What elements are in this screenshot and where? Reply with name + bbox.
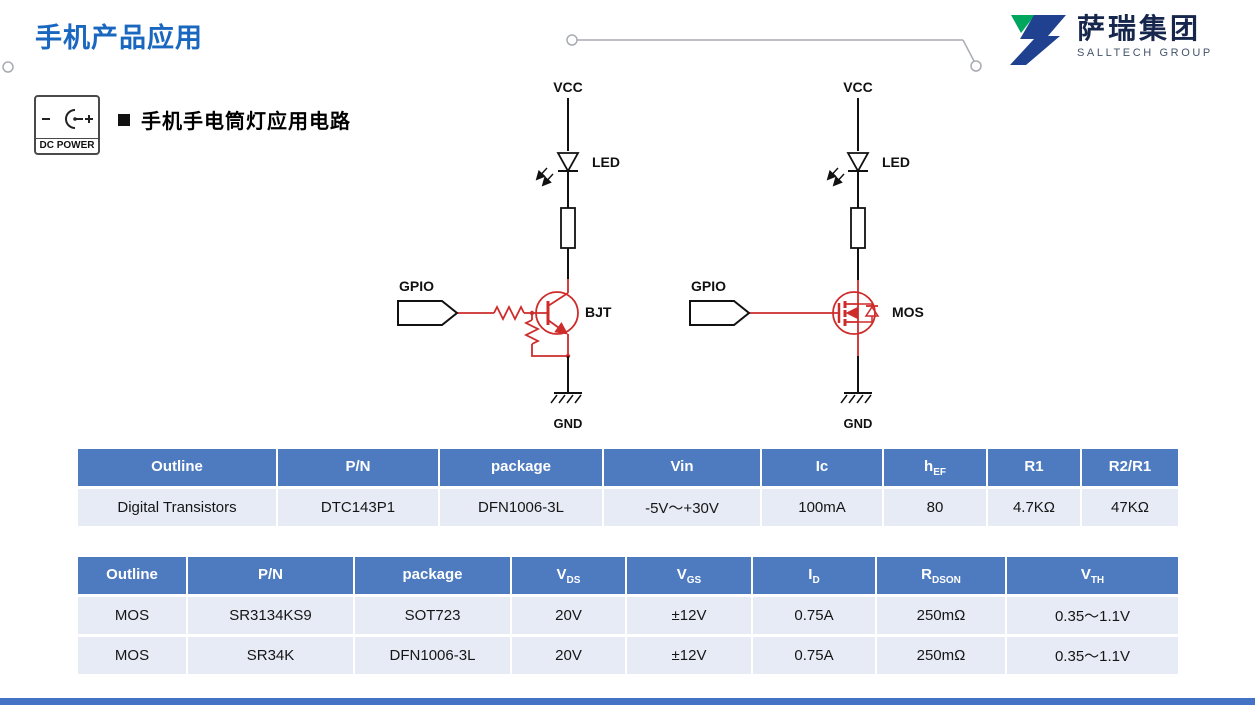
t2-cell-outline: MOS [78,637,188,674]
table-header-row: Outline P/N package VDS VGS ID RDSON VTH [78,557,1178,594]
dc-power-icon: DC POWER [34,95,100,155]
gpio-tag [689,300,751,326]
vcc-label: VCC [843,79,873,95]
t2-header-pn: P/N [188,557,355,594]
t1-cell-outline: Digital Transistors [78,489,278,526]
t1-header-vin: Vin [604,449,762,486]
t2-cell-rdson: 250mΩ [877,637,1007,674]
table-row: Digital Transistors DTC143P1 DFN1006-3L … [78,489,1178,526]
page-title: 手机产品应用 [35,23,203,53]
t2-cell-package: SOT723 [355,597,512,634]
t2-header-vds: VDS [512,557,627,594]
t1-cell-hfe: 80 [884,489,988,526]
t1-cell-package: DFN1006-3L [440,489,604,526]
t2-cell-id: 0.75A [753,597,877,634]
led-symbol [535,152,580,187]
gpio-tag [397,300,459,326]
vcc-label: VCC [553,79,583,95]
transistor-spec-table: Outline P/N package Vin Ic hEF R1 R2/R1 … [78,449,1178,529]
table-row: MOS SR34K DFN1006-3L 20V ±12V 0.75A 250m… [78,637,1178,674]
gnd-symbol [550,392,582,404]
t2-cell-vth: 0.35～1.1V [1007,597,1178,634]
t1-header-r2r1: R2/R1 [1082,449,1178,486]
gnd-label: GND [844,416,873,431]
t2-header-package: package [355,557,512,594]
logo-name-cn: 萨瑞集团 [1077,13,1202,44]
t2-cell-outline: MOS [78,597,188,634]
t1-header-hfe: hEF [884,449,988,486]
t2-cell-pn: SR34K [188,637,355,674]
t1-cell-pn: DTC143P1 [278,489,440,526]
t2-cell-pn: SR3134KS9 [188,597,355,634]
t1-cell-vin: -5V～+30V [604,489,762,526]
mos-label: MOS [892,304,924,320]
bjt-symbol [524,279,579,335]
mos-spec-table: Outline P/N package VDS VGS ID RDSON VTH… [78,557,1178,677]
led-label: LED [882,154,910,170]
t1-header-outline: Outline [78,449,278,486]
dc-power-label: DC POWER [36,138,98,153]
t2-header-vth: VTH [1007,557,1178,594]
logo-mark-icon [1010,15,1066,65]
t2-cell-vds: 20V [512,637,627,674]
t2-cell-id: 0.75A [753,637,877,674]
t2-cell-vgs: ±12V [627,637,753,674]
t1-cell-r2r1: 47KΩ [1082,489,1178,526]
gpio-label: GPIO [691,278,726,294]
resistor-symbol [560,207,576,249]
gnd-label: GND [554,416,583,431]
bottom-accent-bar [0,698,1255,705]
logo-name-en: SALLTECH GROUP [1077,46,1213,59]
t2-header-vgs: VGS [627,557,753,594]
base-resistor-symbol [457,304,525,322]
t2-cell-vth: 0.35～1.1V [1007,637,1178,674]
led-label: LED [592,154,620,170]
section-heading: 手机手电筒灯应用电路 [118,105,351,134]
t1-header-ic: Ic [762,449,884,486]
mos-symbol [749,280,880,335]
pulldown-resistor-symbol [523,310,571,359]
bjt-circuit: VCC LED [397,79,620,431]
t2-header-outline: Outline [78,557,188,594]
t1-cell-r1: 4.7KΩ [988,489,1082,526]
section-heading-text: 手机手电筒灯应用电路 [141,111,351,133]
t1-header-package: package [440,449,604,486]
t2-cell-vds: 20V [512,597,627,634]
t2-header-rdson: RDSON [877,557,1007,594]
bullet-square-icon [118,113,130,126]
table-row: MOS SR3134KS9 SOT723 20V ±12V 0.75A 250m… [78,597,1178,634]
resistor-symbol [850,207,866,249]
t2-cell-vgs: ±12V [627,597,753,634]
t1-cell-ic: 100mA [762,489,884,526]
gpio-label: GPIO [399,278,434,294]
led-symbol [826,152,870,187]
dc-plug-icon [42,109,93,129]
table-header-row: Outline P/N package Vin Ic hEF R1 R2/R1 [78,449,1178,486]
mos-circuit: VCC LED [689,79,924,431]
t2-cell-package: DFN1006-3L [355,637,512,674]
t2-header-id: ID [753,557,877,594]
gnd-symbol [840,392,872,404]
bjt-label: BJT [585,304,612,320]
company-logo: 萨瑞集团 SALLTECH GROUP [1008,13,1213,66]
t1-header-r1: R1 [988,449,1082,486]
t2-cell-rdson: 250mΩ [877,597,1007,634]
t1-header-pn: P/N [278,449,440,486]
